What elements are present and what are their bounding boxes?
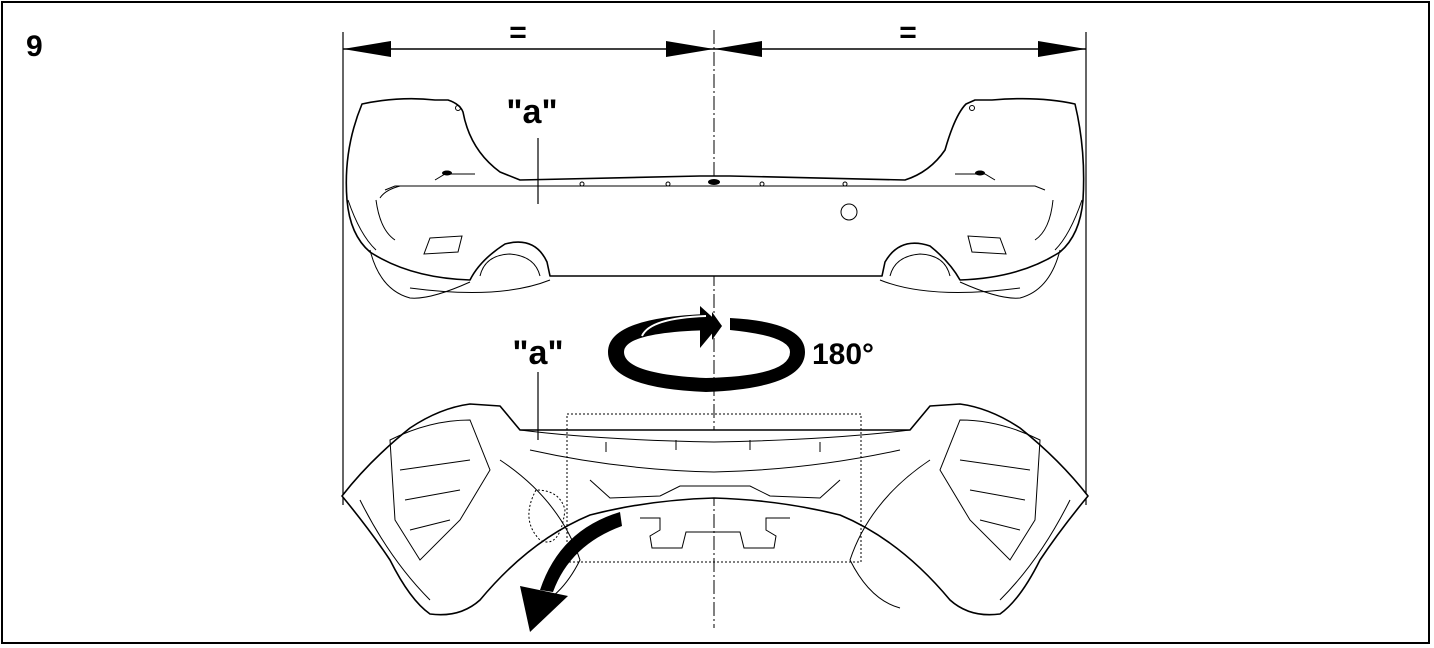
callout-a-top: "a" <box>506 93 557 131</box>
rotation-label: 180° <box>812 338 874 371</box>
step-number: 9 <box>26 30 43 63</box>
dimension-arrow-center-right-icon <box>714 41 762 57</box>
curved-arrow-down-icon <box>520 512 622 632</box>
callout-a-bottom: "a" <box>512 334 563 372</box>
dimension-arrow-right-icon <box>1038 41 1086 57</box>
dimension-arrow-left-icon <box>343 41 391 57</box>
bumper-top-view <box>345 97 1085 299</box>
equal-mark-right: = <box>899 16 917 49</box>
dimension-lines <box>342 32 1087 505</box>
dimension-arrow-center-left-icon <box>666 41 714 57</box>
bumper-bottom-view <box>341 372 1089 616</box>
rotate-180-arrow-icon <box>608 306 805 392</box>
equal-mark-left: = <box>509 16 527 49</box>
